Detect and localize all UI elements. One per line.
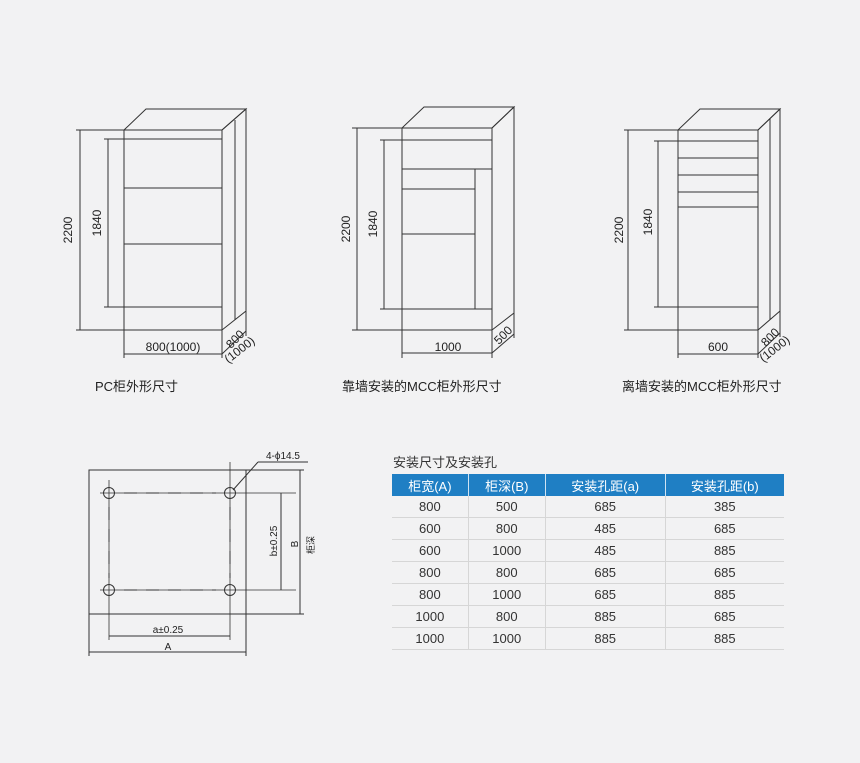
pc-inner-height-label: 1840 <box>90 209 104 236</box>
table-row: 800 800 685 685 <box>392 561 784 584</box>
table-cell: 1000 <box>467 583 546 606</box>
table-cell: 385 <box>664 496 784 518</box>
table-cell: 685 <box>664 517 784 540</box>
mcc-free-width-label: 600 <box>708 340 728 354</box>
table-row: 800 1000 685 885 <box>392 583 784 606</box>
header-cell: 柜宽(A) <box>392 474 469 496</box>
table-row: 1000 1000 885 885 <box>392 627 784 650</box>
table-cell: 800 <box>392 583 469 606</box>
b-tolerance-label: b±0.25 <box>269 525 280 556</box>
mounting-spec-table: 柜宽(A) 柜深(B) 安装孔距(a) 安装孔距(b) 800 500 685 … <box>392 474 784 650</box>
dimension-labels: 2200 1840 800(1000) 800 (1000) 2200 1840… <box>61 208 793 366</box>
table-cell: 500 <box>467 496 546 518</box>
mcc-wall-dimension-lines <box>352 127 515 358</box>
table-cell: 1000 <box>467 627 546 650</box>
mcc-wall-cabinet-drawing <box>400 105 516 332</box>
mcc-wall-depth-label: 500 <box>491 323 515 347</box>
table-cell: 800 <box>467 517 546 540</box>
mounting-plan-drawing <box>88 461 308 656</box>
mcc-freestanding-cabinet-drawing <box>676 107 782 332</box>
table-cell: 800 <box>392 496 469 518</box>
table-cell: 600 <box>392 517 469 540</box>
table-cell: 885 <box>664 627 784 650</box>
pc-width-label: 800(1000) <box>146 340 201 354</box>
a-tolerance-label: a±0.25 <box>153 625 184 636</box>
header-cell: 安装孔距(a) <box>544 474 666 496</box>
table-cell: 685 <box>544 583 666 606</box>
table-cell: 485 <box>544 517 666 540</box>
table-cell: 685 <box>664 561 784 584</box>
table-cell: 1000 <box>392 627 469 650</box>
table-cell: 800 <box>467 605 546 628</box>
mcc-wall-height-label: 2200 <box>339 215 353 242</box>
overall-depth-label: B <box>290 540 301 547</box>
table-cell: 885 <box>664 583 784 606</box>
mcc-wall-caption: 靠墙安装的MCC柜外形尺寸 <box>342 379 502 394</box>
table-row: 600 800 485 685 <box>392 517 784 540</box>
pc-cabinet-drawing <box>122 107 248 332</box>
hole-spec-label: 4-ϕ14.5 <box>266 451 300 462</box>
table-cell: 685 <box>664 605 784 628</box>
table-cell: 485 <box>544 539 666 562</box>
table-cell: 885 <box>544 627 666 650</box>
mcc-free-inner-height-label: 1840 <box>641 208 655 235</box>
pc-caption: PC柜外形尺寸 <box>95 379 179 394</box>
cabinet-depth-text: 柜深 <box>305 536 316 554</box>
table-cell: 800 <box>392 561 469 584</box>
table-cell: 1000 <box>467 539 546 562</box>
table-row: 800 500 685 385 <box>392 496 784 518</box>
header-cell: 安装孔距(b) <box>664 474 784 496</box>
table-cell: 685 <box>544 561 666 584</box>
overall-width-label: A <box>165 642 172 653</box>
mounting-labels: 4-ϕ14.5 b±0.25 B 柜深 a±0.25 A <box>153 451 316 653</box>
table-header-row: 柜宽(A) 柜深(B) 安装孔距(a) 安装孔距(b) <box>392 474 784 496</box>
mcc-wall-width-label: 1000 <box>435 340 462 354</box>
table-cell: 600 <box>392 539 469 562</box>
table-row: 600 1000 485 885 <box>392 539 784 562</box>
pc-height-label: 2200 <box>61 216 75 243</box>
mcc-free-height-label: 2200 <box>612 216 626 243</box>
table-cell: 1000 <box>392 605 469 628</box>
pc-dimension-lines <box>76 129 247 358</box>
mcc-freestanding-caption: 离墙安装的MCC柜外形尺寸 <box>622 379 782 394</box>
mcc-freestanding-dimension-lines <box>624 129 781 358</box>
mcc-wall-inner-height-label: 1840 <box>366 210 380 237</box>
table-row: 1000 800 885 685 <box>392 605 784 628</box>
table-cell: 885 <box>664 539 784 562</box>
table-cell: 685 <box>544 496 666 518</box>
header-cell: 柜深(B) <box>467 474 546 496</box>
table-cell: 885 <box>544 605 666 628</box>
table-cell: 800 <box>467 561 546 584</box>
table-title: 安装尺寸及安装孔 <box>393 455 498 470</box>
